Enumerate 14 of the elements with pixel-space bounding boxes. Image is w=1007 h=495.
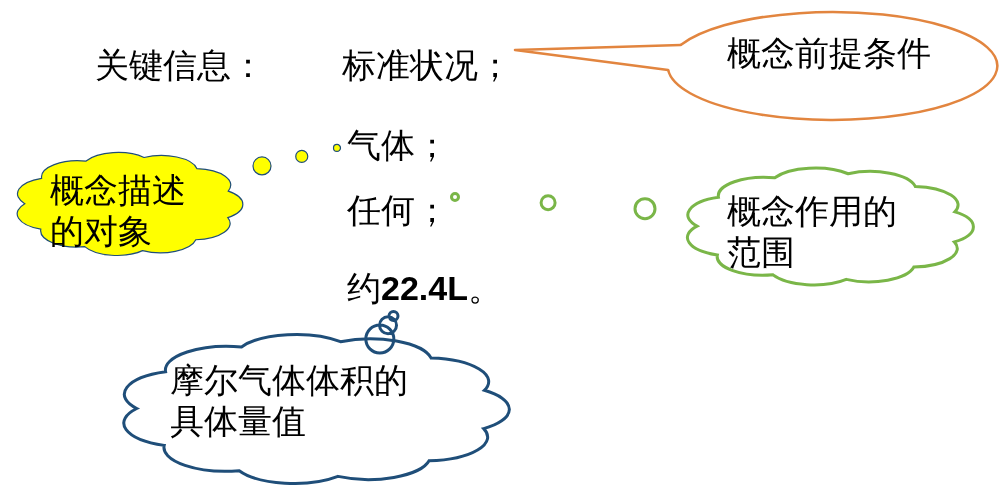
key-point-text: 气体；: [347, 125, 449, 166]
key-point-text: 标准状况；: [342, 45, 512, 86]
callout-text: 摩尔气体体积的具体量值: [170, 361, 409, 442]
thought-bubble-trail: [364, 310, 400, 355]
callout-text: 概念作用的范围: [727, 192, 898, 273]
key-info-label: 关键信息：: [95, 46, 265, 86]
thought-bubble-trail: [450, 192, 657, 221]
callout-text: 概念描述的对象: [50, 171, 187, 252]
callout-text: 概念前提条件: [727, 34, 931, 74]
key-point-text: 任何；: [347, 190, 449, 231]
speech-bubble: [665, 10, 1000, 122]
thought-bubble-trail: [252, 143, 342, 176]
key-point-text: 约22.4L。: [347, 268, 502, 309]
callout-tail: [513, 43, 682, 72]
